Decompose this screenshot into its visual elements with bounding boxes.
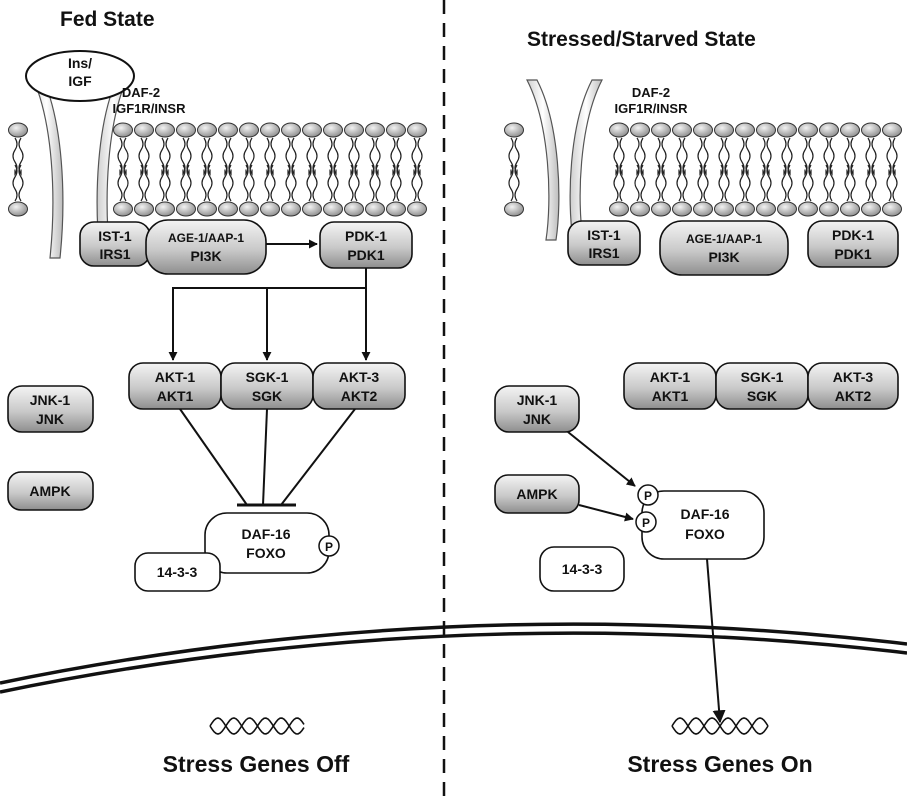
akt3-label: AKT-3 [339, 369, 380, 385]
pdk1-ortholog-label: PDK1 [347, 247, 385, 263]
ampk-box-right: AMPK [494, 474, 580, 514]
sgk1-box-right: SGK-1 SGK [715, 362, 809, 410]
ist1-box-right: IST-1 IRS1 [567, 220, 641, 266]
akt1-label: AKT-1 [650, 369, 691, 385]
foxo-label: FOXO [685, 526, 725, 542]
sgk1-box-left: SGK-1 SGK [220, 362, 314, 410]
jnk1-label: JNK-1 [30, 392, 71, 408]
pdk1-branch-arrows [168, 268, 371, 361]
phospho-marker-right-top: P [637, 484, 659, 506]
ligand-label-line1: Ins/ [68, 55, 92, 71]
ampk-box-left: AMPK [7, 471, 94, 511]
jnk-label: JNK [523, 411, 551, 427]
dna-helix-right [671, 717, 769, 735]
age1-box-right: AGE-1/AAP-1 PI3K [659, 220, 789, 276]
irs1-label: IRS1 [588, 245, 619, 261]
daf2-receptor-right [526, 79, 603, 241]
akt2-label: AKT2 [341, 388, 378, 404]
akt3-box-left: AKT-3 AKT2 [312, 362, 406, 410]
irs1-label: IRS1 [99, 246, 130, 262]
ist1-label: IST-1 [98, 228, 132, 244]
ist1-box-left: IST-1 IRS1 [79, 221, 151, 267]
adapter-label: 14-3-3 [562, 561, 603, 577]
pdk1-label: PDK-1 [832, 227, 874, 243]
akt1-label: AKT-1 [155, 369, 196, 385]
cell-membrane-right [504, 122, 902, 217]
pi3k-label: PI3K [708, 249, 739, 265]
jnk-label: JNK [36, 411, 64, 427]
pdk1-ortholog-label: PDK1 [834, 246, 872, 262]
daf16-to-genes-arrow [706, 558, 726, 724]
akt1-box-left: AKT-1 AKT1 [128, 362, 222, 410]
age1-box-left: AGE-1/AAP-1 PI3K [145, 219, 267, 275]
phospho-label: P [325, 540, 333, 554]
phospho-marker-right-bottom: P [635, 511, 657, 533]
ist1-label: IST-1 [587, 227, 621, 243]
pdk1-label: PDK-1 [345, 228, 387, 244]
pdk1-box-right: PDK-1 PDK1 [807, 220, 899, 268]
sgk-label: SGK [747, 388, 777, 404]
daf16-box-left: DAF-16 FOXO [204, 512, 330, 574]
receptor-label-left-line2: IGF1R/INSR [113, 101, 187, 116]
fed-state-title: Fed State [60, 8, 155, 31]
jnk1-box-right: JNK-1 JNK [494, 385, 580, 433]
jnk1-box-left: JNK-1 JNK [7, 385, 94, 433]
stress-genes-on-label: Stress Genes On [627, 751, 812, 777]
adapter-14-3-3-left: 14-3-3 [134, 552, 221, 592]
daf16-label: DAF-16 [241, 526, 290, 542]
akt1-ortholog-label: AKT1 [652, 388, 689, 404]
stress-genes-off-label: Stress Genes Off [163, 751, 350, 777]
receptor-label-right-line1: DAF-2 [632, 85, 670, 100]
nuclear-envelope [0, 622, 907, 694]
receptor-label-left-line1: DAF-2 [122, 85, 160, 100]
jnk-to-daf16-arrow [567, 431, 636, 487]
adapter-label: 14-3-3 [157, 564, 198, 580]
phospho-marker-left: P [318, 535, 340, 557]
adapter-14-3-3-right: 14-3-3 [539, 546, 625, 592]
akt3-label: AKT-3 [833, 369, 874, 385]
phospho-label: P [644, 489, 652, 503]
stressed-state-title: Stressed/Starved State [527, 28, 756, 51]
dna-helix-left [209, 717, 305, 735]
akt1-ortholog-label: AKT1 [157, 388, 194, 404]
pi3k-label: PI3K [190, 248, 221, 264]
daf16-label: DAF-16 [680, 506, 729, 522]
ampk-to-daf16-arrow [578, 504, 634, 522]
ampk-label: AMPK [516, 486, 557, 502]
sgk1-label: SGK-1 [741, 369, 784, 385]
akt2-label: AKT2 [835, 388, 872, 404]
receptor-label-right-line2: IGF1R/INSR [615, 101, 689, 116]
foxo-label: FOXO [246, 545, 286, 561]
kinase-inhibition-lines [179, 408, 356, 507]
akt3-box-right: AKT-3 AKT2 [807, 362, 899, 410]
ligand-label-line2: IGF [68, 73, 92, 89]
age1-label: AGE-1/AAP-1 [686, 232, 762, 246]
phospho-label: P [642, 516, 650, 530]
akt1-box-right: AKT-1 AKT1 [623, 362, 717, 410]
pdk1-box-left: PDK-1 PDK1 [319, 221, 413, 269]
daf16-box-right: DAF-16 FOXO [641, 490, 765, 560]
jnk1-label: JNK-1 [517, 392, 558, 408]
sgk1-label: SGK-1 [246, 369, 289, 385]
age1-label: AGE-1/AAP-1 [168, 231, 244, 245]
sgk-label: SGK [252, 388, 282, 404]
ligand-ins-igf [25, 50, 135, 102]
ampk-label: AMPK [29, 483, 70, 499]
cell-membrane-left [8, 122, 427, 217]
